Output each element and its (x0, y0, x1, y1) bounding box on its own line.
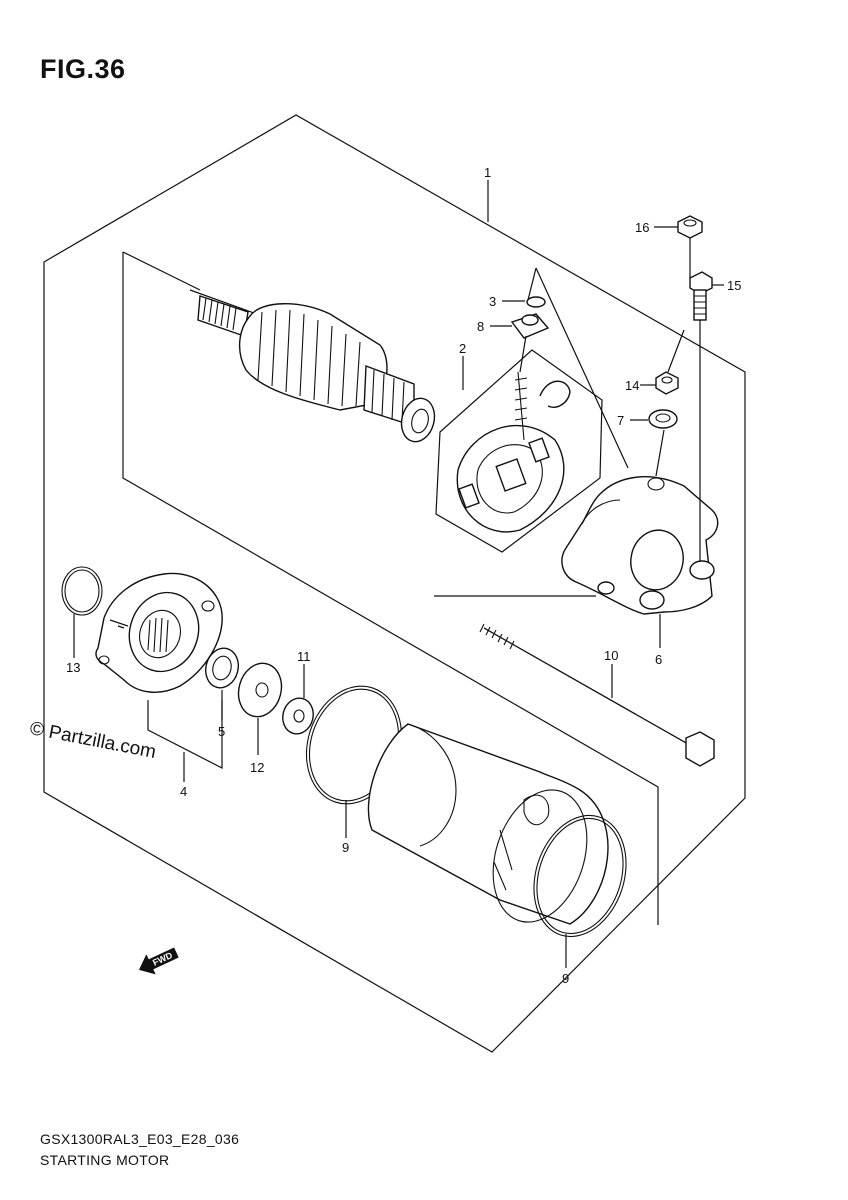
long-bolt-10 (479, 623, 715, 767)
washer-11 (282, 697, 314, 735)
callout-5: 5 (218, 724, 225, 739)
inner-group-outline (122, 252, 659, 925)
front-housing-bracket (147, 700, 223, 769)
fwd-arrow-icon: FWD (138, 947, 179, 975)
yoke-case (367, 723, 609, 925)
callout-14: 14 (625, 378, 639, 393)
callout-11: 11 (297, 649, 311, 664)
callout-13: 13 (66, 660, 80, 675)
o-ring-13 (61, 566, 103, 616)
o-ring-9-right (533, 814, 627, 938)
washer-12 (237, 662, 283, 718)
brush-plate-assembly (456, 371, 571, 533)
callout-12: 12 (250, 760, 264, 775)
callout-7: 7 (617, 413, 624, 428)
figure-title: FIG.36 (40, 54, 126, 84)
callout-16: 16 (635, 220, 649, 235)
washer-7 (648, 409, 678, 429)
callout-2: 2 (459, 341, 466, 356)
assembly-outline (43, 114, 746, 1053)
nut-14 (655, 371, 679, 395)
front-housing-4 (95, 572, 223, 693)
washer-3 (526, 296, 546, 308)
figure-description: STARTING MOTOR (40, 1152, 170, 1168)
rear-housing-6 (561, 476, 719, 615)
callout-9-right: 9 (562, 971, 569, 986)
callout-8: 8 (477, 319, 484, 334)
brush-plate-box (435, 349, 603, 553)
callout-9-left: 9 (342, 840, 349, 855)
armature (189, 289, 436, 443)
callout-1: 1 (484, 165, 491, 180)
model-code: GSX1300RAL3_E03_E28_036 (40, 1131, 240, 1147)
callout-6: 6 (655, 652, 662, 667)
nut-16 (677, 215, 703, 239)
bolt-15 (689, 271, 713, 321)
oil-seal-5 (205, 647, 239, 689)
callout-15: 15 (727, 278, 741, 293)
callout-4: 4 (180, 784, 187, 799)
terminal-insulator-8 (510, 313, 550, 339)
callout-10: 10 (604, 648, 618, 663)
callout-3: 3 (489, 294, 496, 309)
